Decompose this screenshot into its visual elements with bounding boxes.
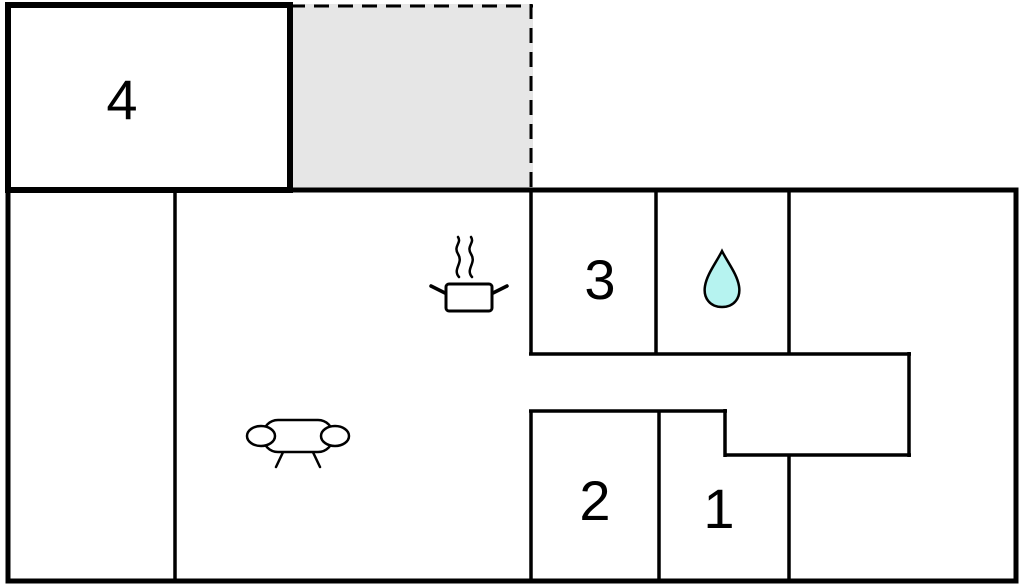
pot-handle-left (429, 284, 447, 295)
room-1-label: 1 (703, 477, 734, 540)
room-3-label: 3 (584, 248, 615, 311)
room-4-label: 4 (106, 68, 137, 131)
water-drop-icon (703, 248, 741, 309)
steam-wave (468, 235, 474, 279)
pot-handle-right (491, 284, 509, 295)
sofa-armrest-right (319, 424, 351, 448)
sofa-icon (245, 418, 351, 469)
room-2-label: 2 (579, 469, 610, 532)
pot-body (444, 282, 494, 313)
steam-wave (455, 235, 461, 279)
sofa-armrest-left (245, 424, 277, 448)
steam-icon (455, 235, 474, 279)
building-outline (5, 187, 1019, 584)
terrace-area (290, 4, 533, 190)
cooking-pot-icon (429, 235, 509, 313)
